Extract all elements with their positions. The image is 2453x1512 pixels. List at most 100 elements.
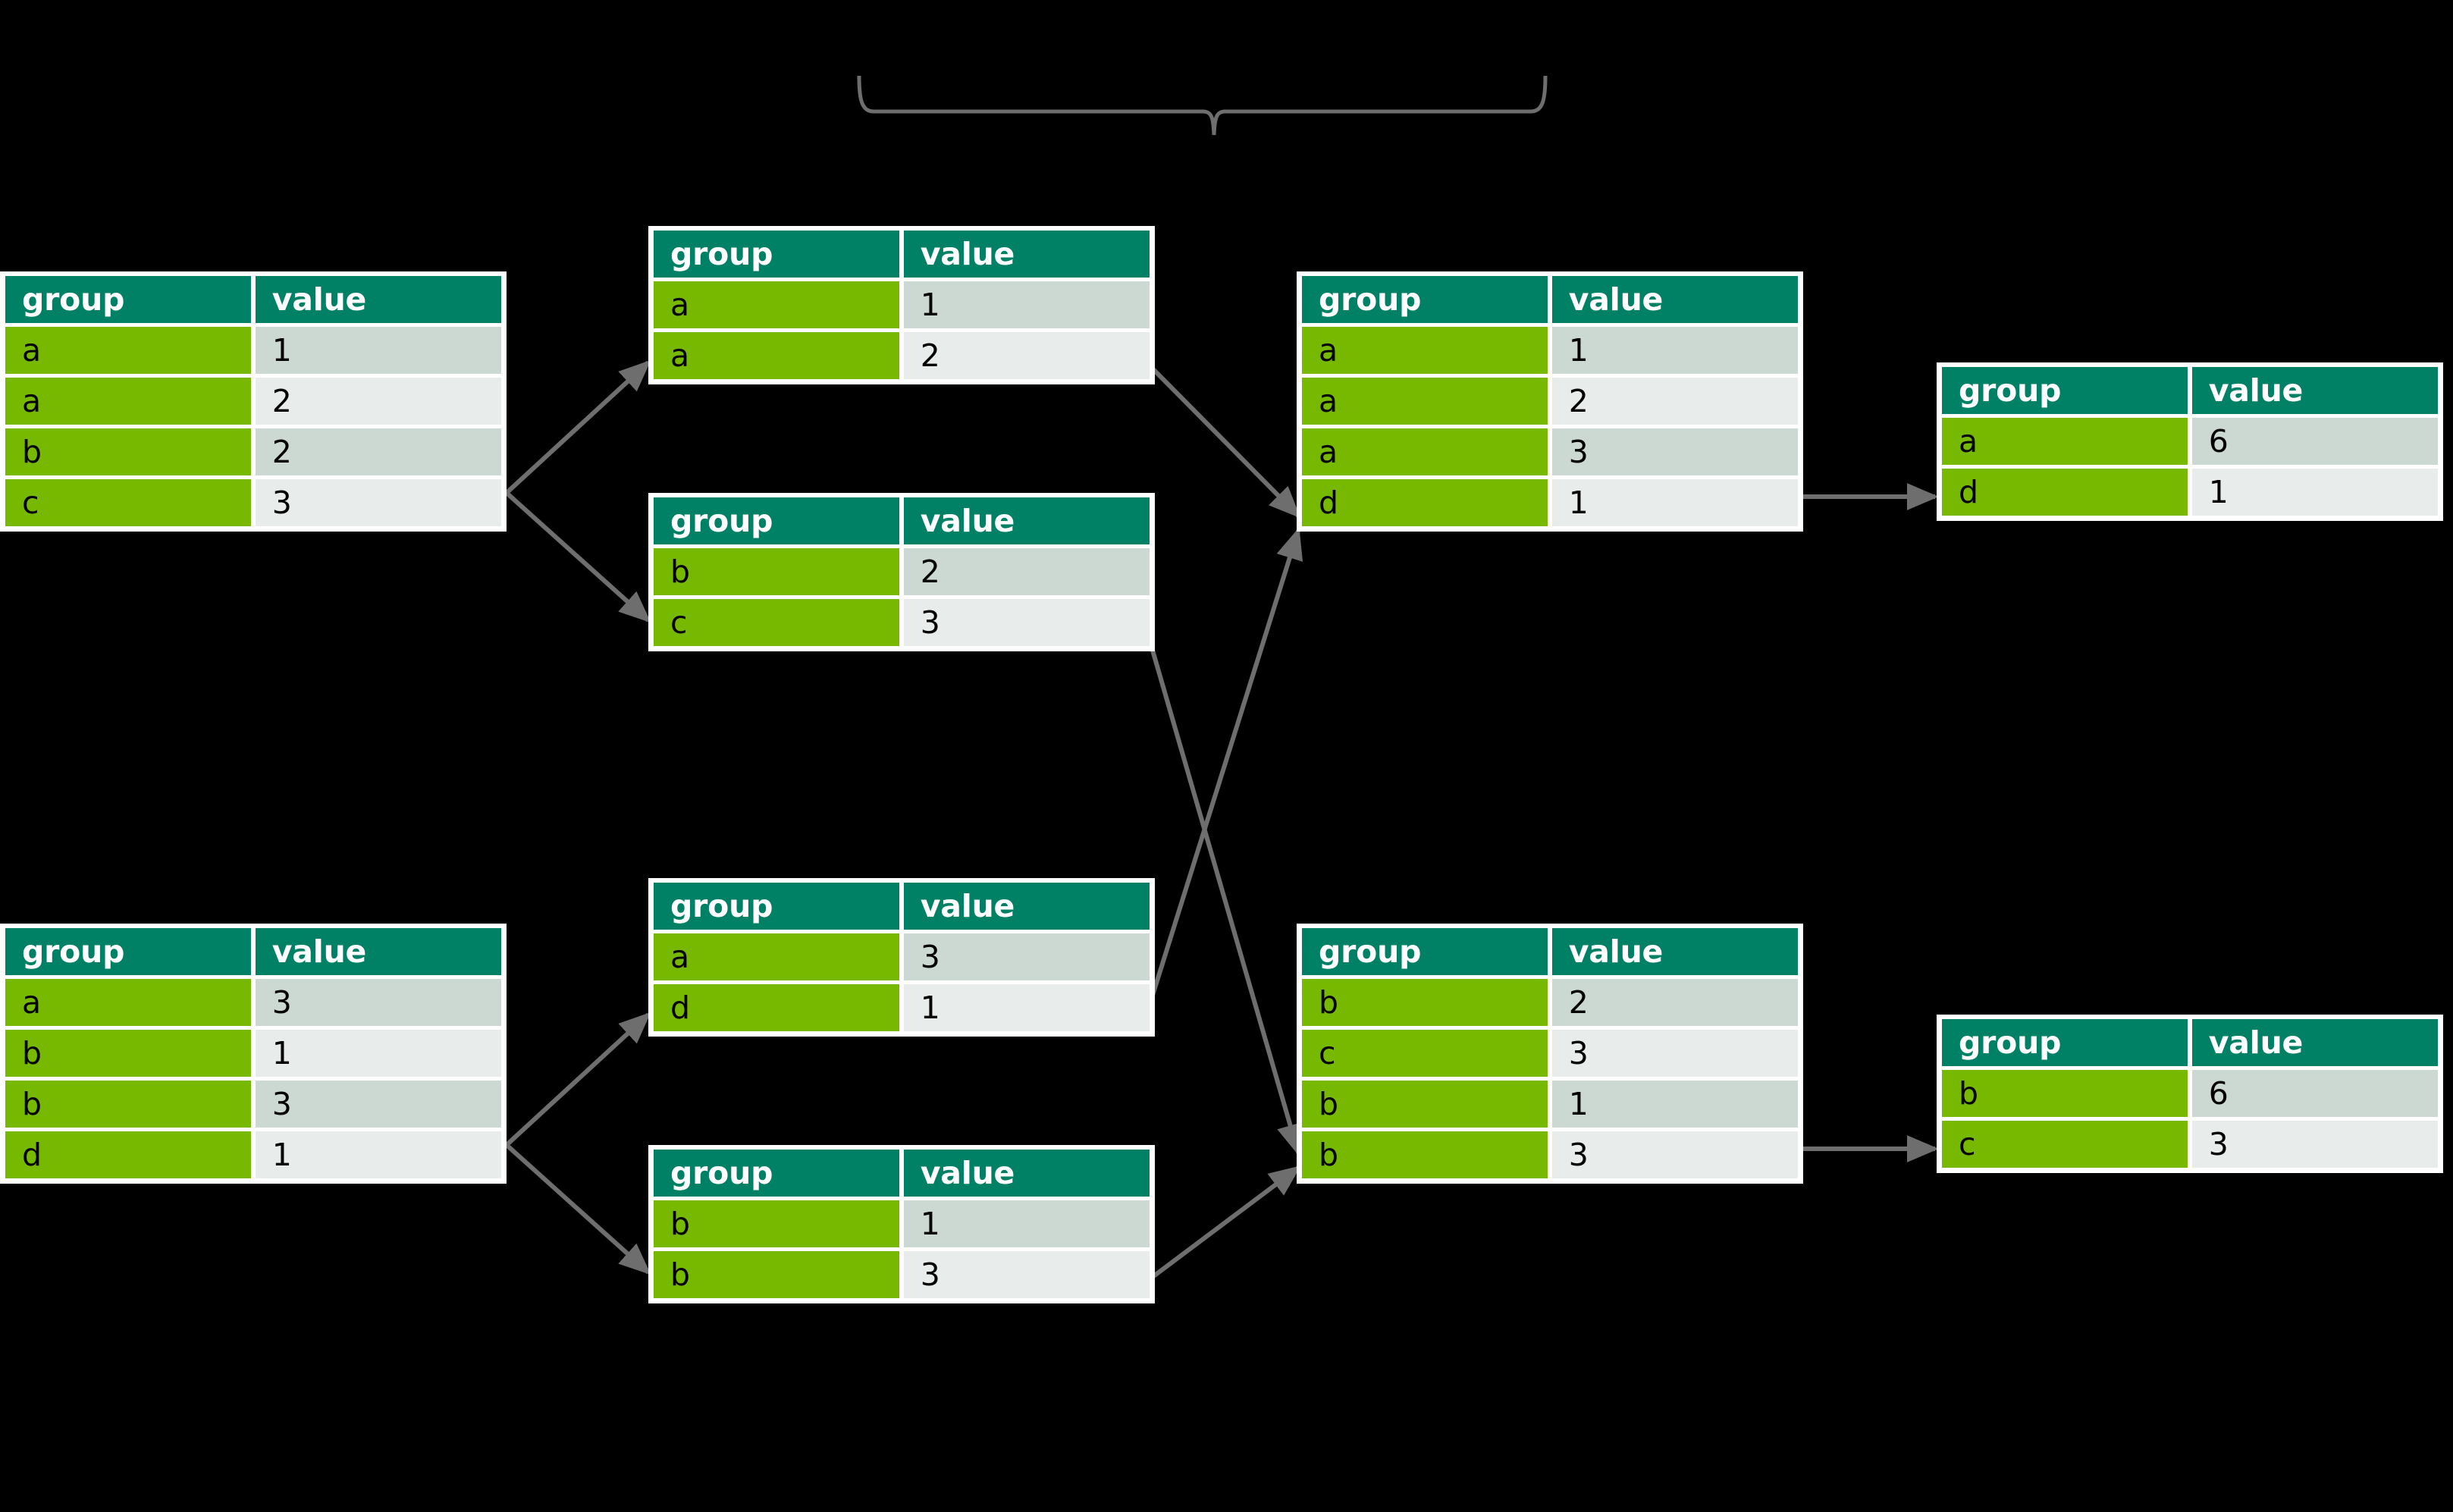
table-row[interactable]: a 2: [1302, 378, 1798, 425]
arrow-split1b-to-merged2: [1144, 629, 1303, 1156]
cell-group: c: [1302, 1030, 1548, 1077]
cell-group: b: [5, 1081, 251, 1128]
cell-value: 2: [255, 378, 501, 425]
table-map-output-2-bucket-2[interactable]: group value b 1 b 3: [648, 1145, 1155, 1303]
table-reduced-output-1[interactable]: group value a 6 d 1: [1937, 362, 2443, 521]
table-header-row: group value: [654, 497, 1150, 544]
cell-value: 1: [1551, 479, 1798, 526]
table-row[interactable]: d 1: [654, 984, 1150, 1031]
cell-value: 3: [1551, 1030, 1798, 1077]
cell-group: a: [654, 933, 899, 980]
cell-group: c: [5, 479, 251, 526]
table-row[interactable]: b 1: [654, 1200, 1150, 1247]
cell-value: 1: [1551, 1081, 1798, 1128]
table-row[interactable]: c 3: [1942, 1121, 2438, 1168]
column-header-group: group: [654, 883, 899, 930]
cell-group: b: [5, 428, 251, 475]
table-header-row: group value: [654, 1150, 1150, 1197]
cell-value: 3: [903, 599, 1150, 646]
column-header-value: value: [903, 883, 1150, 930]
table-row[interactable]: d 1: [1942, 469, 2438, 516]
cell-value: 3: [255, 979, 501, 1026]
column-header-group: group: [654, 231, 899, 278]
table-row[interactable]: a 6: [1942, 418, 2438, 465]
arrow-input1-to-split1a: [504, 359, 651, 495]
arrow-input2-to-split2a: [504, 1012, 651, 1147]
table-row[interactable]: b 1: [1302, 1081, 1798, 1128]
table-row[interactable]: a 3: [1302, 428, 1798, 475]
cell-group: a: [1302, 428, 1548, 475]
cell-group: d: [5, 1131, 251, 1178]
cell-value: 3: [1551, 1131, 1798, 1178]
column-header-group: group: [1942, 1019, 2188, 1066]
cell-value: 2: [255, 428, 501, 475]
table-row[interactable]: a 1: [654, 281, 1150, 328]
column-header-value: value: [255, 928, 501, 975]
table-row[interactable]: c 3: [5, 479, 501, 526]
cell-group: a: [654, 332, 899, 379]
table-row[interactable]: b 6: [1942, 1070, 2438, 1117]
column-header-group: group: [5, 928, 251, 975]
cell-value: 1: [255, 1030, 501, 1077]
table-row[interactable]: a 2: [654, 332, 1150, 379]
cell-value: 1: [1551, 327, 1798, 374]
table-shuffled-partition-2[interactable]: group value b 2 c 3 b 1 b 3: [1297, 924, 1803, 1184]
column-header-group: group: [1942, 367, 2188, 414]
cell-group: b: [1302, 1081, 1548, 1128]
table-reduced-output-2[interactable]: group value b 6 c 3: [1937, 1015, 2443, 1173]
cell-group: a: [5, 327, 251, 374]
table-row[interactable]: d 1: [5, 1131, 501, 1178]
column-header-value: value: [255, 276, 501, 323]
cell-value: 3: [903, 933, 1150, 980]
table-map-output-1-bucket-2[interactable]: group value b 2 c 3: [648, 493, 1155, 651]
cell-value: 2: [903, 548, 1150, 595]
cell-group: a: [1302, 378, 1548, 425]
table-header-row: group value: [5, 276, 501, 323]
table-header-row: group value: [1942, 1019, 2438, 1066]
table-row[interactable]: b 2: [5, 428, 501, 475]
arrow-input1-to-split1b: [504, 491, 651, 623]
arrow-split2a-to-merged1: [1144, 527, 1303, 1015]
table-row[interactable]: a 3: [654, 933, 1150, 980]
table-row[interactable]: a 2: [5, 378, 501, 425]
cell-group: b: [5, 1030, 251, 1077]
table-row[interactable]: b 3: [654, 1251, 1150, 1298]
cell-group: a: [654, 281, 899, 328]
table-input-partition-1[interactable]: group value a 1 a 2 b 2 c 3: [0, 271, 507, 532]
table-map-output-2-bucket-1[interactable]: group value a 3 d 1: [648, 878, 1155, 1037]
cell-value: 2: [1551, 979, 1798, 1026]
cell-group: b: [1942, 1070, 2188, 1117]
cell-group: b: [654, 548, 899, 595]
cell-group: d: [654, 984, 899, 1031]
cell-value: 3: [2191, 1121, 2438, 1168]
cell-group: d: [1302, 479, 1548, 526]
column-header-group: group: [1302, 276, 1548, 323]
table-row[interactable]: a 3: [5, 979, 501, 1026]
cell-value: 3: [255, 1081, 501, 1128]
table-row[interactable]: b 1: [5, 1030, 501, 1077]
column-header-group: group: [5, 276, 251, 323]
table-row[interactable]: a 1: [5, 327, 501, 374]
cell-group: a: [1942, 418, 2188, 465]
table-row[interactable]: c 3: [1302, 1030, 1798, 1077]
cell-group: b: [1302, 979, 1548, 1026]
table-row[interactable]: c 3: [654, 599, 1150, 646]
cell-group: b: [654, 1251, 899, 1298]
table-shuffled-partition-1[interactable]: group value a 1 a 2 a 3 d 1: [1297, 271, 1803, 532]
column-header-value: value: [2191, 367, 2438, 414]
table-row[interactable]: b 2: [1302, 979, 1798, 1026]
table-row[interactable]: d 1: [1302, 479, 1798, 526]
cell-value: 3: [903, 1251, 1150, 1298]
table-header-row: group value: [5, 928, 501, 975]
table-row[interactable]: b 2: [654, 548, 1150, 595]
table-row[interactable]: b 3: [5, 1081, 501, 1128]
cell-value: 1: [903, 984, 1150, 1031]
cell-value: 1: [903, 281, 1150, 328]
table-input-partition-2[interactable]: group value a 3 b 1 b 3 d 1: [0, 924, 507, 1184]
table-map-output-1-bucket-1[interactable]: group value a 1 a 2: [648, 226, 1155, 384]
table-row[interactable]: a 1: [1302, 327, 1798, 374]
column-header-value: value: [2191, 1019, 2438, 1066]
cell-group: b: [1302, 1131, 1548, 1178]
table-row[interactable]: b 3: [1302, 1131, 1798, 1178]
